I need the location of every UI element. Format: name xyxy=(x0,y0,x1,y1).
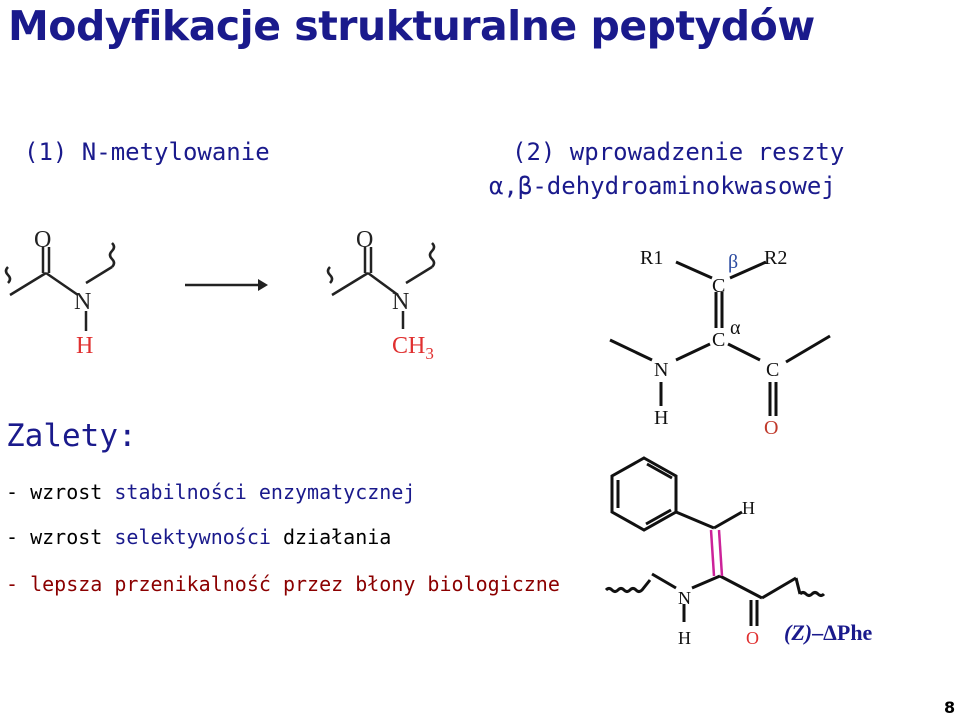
section-1-heading: (1) N-metylowanie xyxy=(24,138,270,166)
n-methylation-scheme: O N H O N CH3 xyxy=(4,227,436,363)
section-2-heading-line-2: α,β-dehydroaminokwasowej xyxy=(489,172,836,200)
nitrogen-left: N xyxy=(74,289,91,315)
section-2-heading-line-1: (2) wprowadzenie reszty xyxy=(512,138,845,166)
hydrogen: H xyxy=(654,407,668,429)
hydrogen-left: H xyxy=(76,333,93,359)
page-number: 8 xyxy=(944,698,956,717)
advantage-item: - wzrost stabilności enzymatycznej xyxy=(6,480,416,504)
advantages-heading: Zalety: xyxy=(6,418,137,454)
residue-name-label: (Z)–ΔPhe xyxy=(784,620,873,645)
oxygen: O xyxy=(746,628,759,648)
alpha-label: α xyxy=(730,317,741,339)
vinyl-hydrogen: H xyxy=(742,498,755,518)
c-alpha: C xyxy=(712,329,725,351)
slide-title: Modyfikacje strukturalne peptydów xyxy=(8,2,815,50)
svg-text:(Z)–ΔPhe: (Z)–ΔPhe xyxy=(784,620,873,645)
nitrogen-right: N xyxy=(392,289,409,315)
oxygen-left: O xyxy=(34,227,51,253)
nitrogen: N xyxy=(678,588,691,608)
r1-label: R1 xyxy=(640,247,663,269)
r2-label: R2 xyxy=(764,247,787,269)
oxygen-right: O xyxy=(356,227,373,253)
advantage-item: - lepsza przenikalność przez błony biolo… xyxy=(6,572,560,596)
wavy-bond-left xyxy=(4,266,12,284)
methyl-right: CH3 xyxy=(392,333,434,363)
c-carbonyl: C xyxy=(766,359,779,381)
advantage-item: - wzrost selektywności działania xyxy=(6,525,392,549)
beta-label: β xyxy=(728,251,738,273)
c-beta: C xyxy=(712,275,725,297)
z-delta-phe-structure: H N H O (Z)–ΔPhe xyxy=(604,456,873,648)
oxygen: O xyxy=(764,417,778,439)
dehydroamino-acid-structure: R1 R2 C C N C H β α O xyxy=(609,247,831,439)
nitrogen: N xyxy=(654,359,668,381)
hydrogen: H xyxy=(678,628,691,648)
